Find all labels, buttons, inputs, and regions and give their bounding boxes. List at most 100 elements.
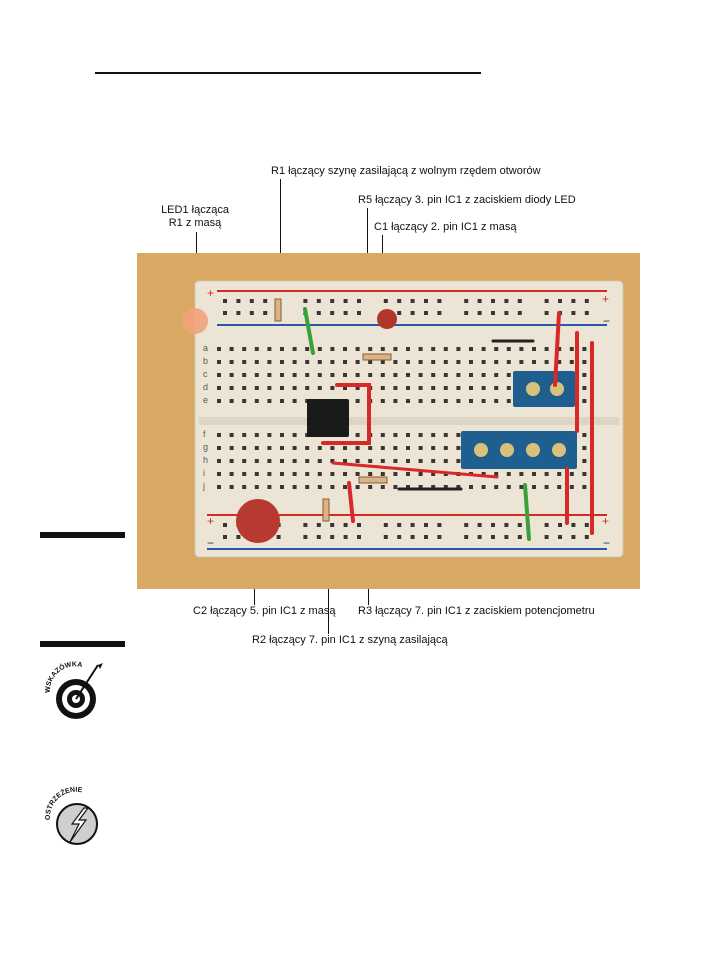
- breadboard-hole: [267, 347, 272, 351]
- breadboard-hole: [481, 373, 486, 377]
- breadboard-hole: [504, 299, 509, 303]
- breadboard-hole: [343, 360, 347, 364]
- breadboard-hole: [305, 347, 310, 351]
- breadboard-hole: [343, 386, 347, 390]
- breadboard-hole: [330, 485, 335, 489]
- breadboard-hole: [456, 446, 461, 450]
- breadboard-hole: [330, 347, 335, 351]
- breadboard-hole: [236, 535, 241, 539]
- breadboard-hole: [330, 373, 335, 377]
- breadboard-hole: [393, 347, 398, 351]
- breadboard-hole: [571, 523, 576, 527]
- breadboard-hole: [242, 433, 247, 437]
- terminal-block-pot: [461, 431, 577, 469]
- breadboard-hole: [330, 535, 335, 539]
- breadboard-hole: [557, 347, 562, 351]
- breadboard-hole: [368, 459, 373, 463]
- breadboard-hole: [491, 311, 495, 315]
- breadboard-hole: [557, 360, 562, 364]
- resistor-r2: [322, 498, 330, 522]
- breadboard-hole: [292, 360, 297, 364]
- wire-green-bottom: [523, 483, 531, 541]
- breadboard-hole: [380, 373, 385, 377]
- breadboard-hole: [229, 347, 234, 351]
- breadboard-hole: [254, 347, 259, 351]
- breadboard-hole: [254, 373, 259, 377]
- breadboard-hole: [292, 433, 297, 437]
- breadboard-hole: [303, 299, 308, 303]
- breadboard-hole: [223, 299, 227, 303]
- breadboard-hole: [456, 433, 461, 437]
- breadboard-hole: [582, 472, 587, 476]
- breadboard-hole: [418, 485, 423, 489]
- wire-red-right-1: [553, 311, 561, 387]
- rail-minus-top-right: −: [603, 314, 610, 328]
- breadboard-hole: [431, 446, 436, 450]
- breadboard-hole: [397, 523, 402, 527]
- breadboard-hole: [292, 472, 297, 476]
- breadboard-hole: [330, 360, 335, 364]
- callout-led1-line1: LED1 łącząca: [161, 204, 229, 216]
- wire-red-long: [331, 461, 499, 479]
- breadboard-hole: [292, 373, 297, 377]
- breadboard-hole: [519, 485, 524, 489]
- breadboard-hole: [380, 459, 385, 463]
- breadboard-hole: [544, 485, 549, 489]
- wire-green-top: [303, 307, 315, 355]
- breadboard-hole: [582, 446, 587, 450]
- breadboard-hole: [223, 311, 227, 315]
- breadboard-hole: [217, 485, 221, 489]
- breadboard-hole: [317, 386, 322, 390]
- breadboard-hole: [558, 523, 562, 527]
- breadboard-hole: [571, 535, 576, 539]
- breadboard-hole: [242, 446, 247, 450]
- breadboard-hole: [368, 373, 373, 377]
- row-letter-f: f: [203, 429, 206, 439]
- breadboard-hole: [464, 535, 469, 539]
- breadboard-hole: [532, 485, 536, 489]
- breadboard-hole: [477, 523, 482, 527]
- row-letter-h: h: [203, 455, 208, 465]
- breadboard-hole: [469, 373, 473, 377]
- breadboard-hole: [330, 386, 335, 390]
- row-letter-e: e: [203, 395, 208, 405]
- breadboard-hole: [380, 472, 385, 476]
- breadboard-hole: [519, 472, 524, 476]
- breadboard-hole: [236, 311, 241, 315]
- breadboard-hole: [544, 299, 549, 303]
- breadboard-hole: [506, 360, 511, 364]
- row-letter-b: b: [203, 356, 208, 366]
- breadboard-hole: [517, 311, 522, 315]
- breadboard-hole: [517, 535, 522, 539]
- breadboard-hole: [229, 446, 234, 450]
- margin-bar-2: [40, 641, 125, 647]
- capacitor-c1: [377, 309, 397, 329]
- breadboard-hole: [443, 433, 448, 437]
- breadboard-hole: [410, 299, 415, 303]
- callout-r3: R3 łączący 7. pin IC1 z zaciskiem potenc…: [358, 605, 595, 617]
- breadboard-hole: [330, 523, 335, 527]
- breadboard-hole: [280, 446, 284, 450]
- rail-plus-bottom-right: +: [602, 514, 609, 528]
- breadboard-hole: [431, 399, 436, 403]
- breadboard-hole: [254, 386, 259, 390]
- breadboard-hole: [229, 373, 234, 377]
- breadboard-hole: [464, 311, 469, 315]
- breadboard-hole: [242, 399, 247, 403]
- breadboard-hole: [431, 459, 436, 463]
- breadboard-hole: [582, 347, 587, 351]
- callout-r1: R1 łączący szynę zasilającą z wolnym rzę…: [271, 165, 541, 177]
- breadboard-hole: [242, 360, 247, 364]
- breadboard-hole: [292, 485, 297, 489]
- breadboard-hole: [393, 360, 398, 364]
- breadboard-hole: [584, 523, 589, 527]
- breadboard-hole: [217, 360, 221, 364]
- breadboard-hole: [437, 311, 442, 315]
- breadboard-hole: [330, 472, 335, 476]
- row-letter-j: j: [202, 481, 205, 491]
- led1: [182, 308, 208, 334]
- breadboard-hole: [456, 373, 461, 377]
- breadboard-hole: [267, 446, 272, 450]
- breadboard-hole: [464, 299, 469, 303]
- callout-led1-line2: R1 z masą: [168, 217, 222, 229]
